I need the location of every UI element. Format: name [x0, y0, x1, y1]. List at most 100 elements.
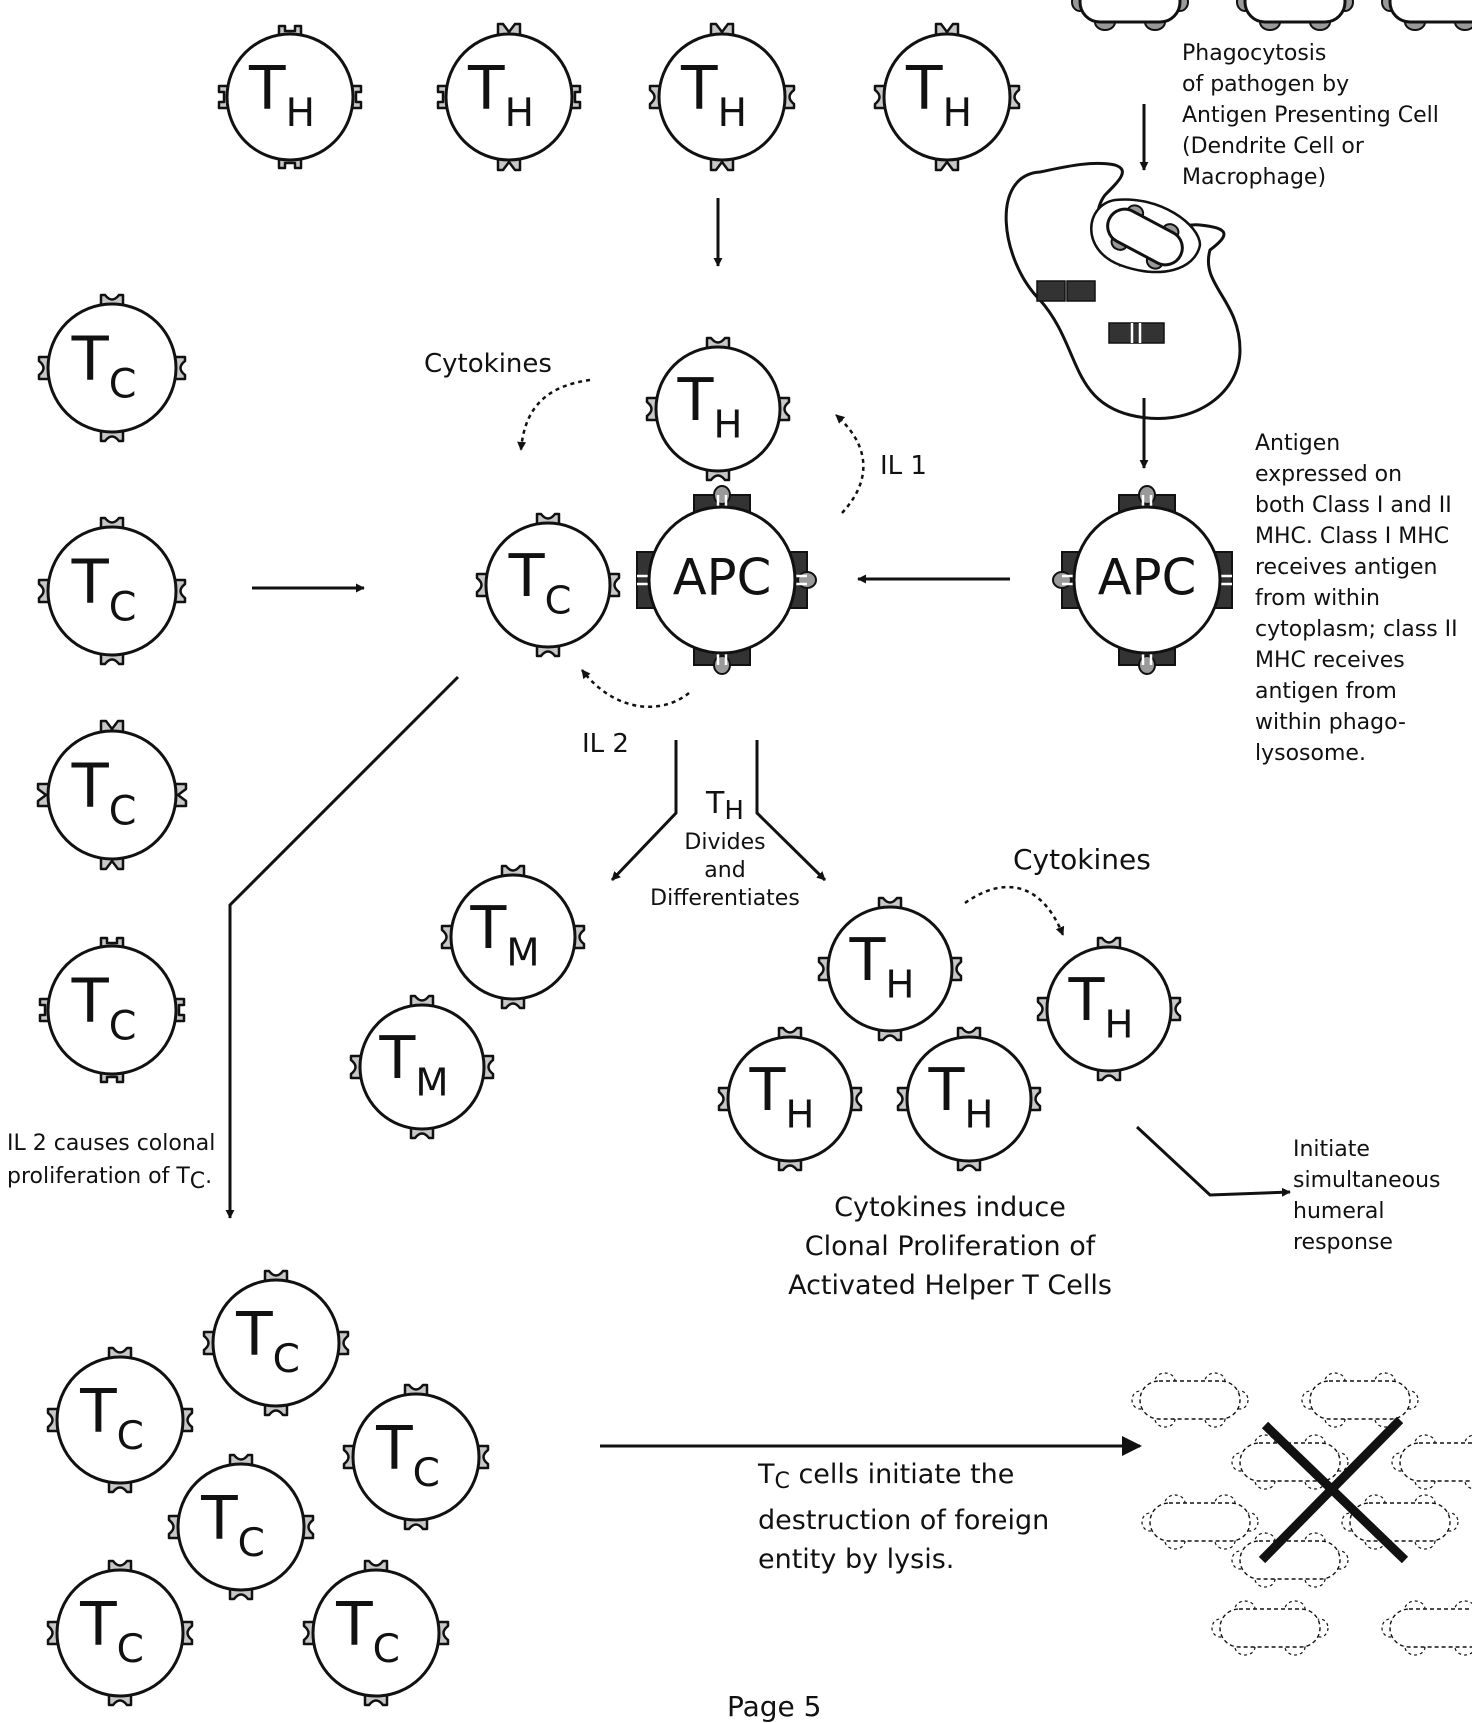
receptor — [481, 1054, 495, 1080]
receptor — [777, 396, 791, 422]
lysis-label: TC cells initiate the destruction of for… — [758, 1455, 1178, 1579]
antigen-line: MHC receives — [1255, 648, 1405, 673]
receptor — [46, 1620, 60, 1646]
receptor — [535, 512, 561, 526]
pathogen — [1071, 0, 1189, 31]
mhc-antigen — [1108, 322, 1165, 344]
il1-curve-arrow — [835, 414, 865, 514]
receptor — [228, 1453, 254, 1467]
receptor — [500, 864, 526, 878]
receptor — [403, 1517, 429, 1531]
clonal-line: Clonal Proliferation of — [804, 1231, 1096, 1262]
cytokines-curve-arrow — [517, 378, 591, 451]
receptor — [440, 924, 454, 950]
helper-t-cell: TH — [648, 22, 796, 172]
cytokines-top-label: Cytokines — [424, 349, 552, 379]
humeral-line: simultaneous — [1293, 1168, 1441, 1193]
receptor — [934, 157, 960, 172]
antigen-line: antigen from — [1255, 679, 1397, 704]
il2-causes-end: . — [205, 1164, 213, 1189]
receptor — [956, 1026, 982, 1040]
receptor — [896, 1086, 910, 1112]
antigen-presenting-cell: APC — [1052, 485, 1233, 675]
cell-label: TH — [248, 53, 315, 136]
destroyed-pathogen — [1211, 1600, 1329, 1656]
antigen-line: from within — [1255, 586, 1380, 611]
destroyed-pathogen — [1391, 1434, 1472, 1490]
receptor — [717, 1086, 731, 1112]
clonal-line: Cytokines induce — [834, 1192, 1066, 1223]
receptor — [107, 1559, 133, 1573]
lysis-line2: destruction of foreign — [758, 1505, 1050, 1536]
il2-causes-label: IL 2 causes colonal proliferation of TC. — [7, 1127, 215, 1198]
arrow-layer — [225, 104, 1291, 1456]
cell-label: TC — [335, 1589, 400, 1672]
antigen-line: receives antigen — [1255, 555, 1438, 580]
cytotoxic-t-cell: TC — [38, 936, 186, 1084]
receptor — [349, 1054, 363, 1080]
receptor — [363, 1559, 389, 1573]
antigen-presenting-cell: APC — [636, 485, 817, 675]
antigen-line: both Class I and II — [1255, 493, 1452, 518]
lysis-line3: entity by lysis. — [758, 1544, 955, 1575]
destroyed-pathogen — [1141, 1494, 1259, 1550]
clonal-line: Activated Helper T Cells — [788, 1270, 1112, 1301]
receptor — [263, 1269, 289, 1283]
th-divides-line: and — [704, 858, 746, 883]
receptor — [496, 22, 522, 37]
receptor — [37, 578, 51, 604]
receptor — [263, 1403, 289, 1417]
receptor — [409, 1126, 435, 1140]
destroyed-pathogen — [1381, 1600, 1472, 1656]
lysis-sub: C — [774, 1469, 790, 1494]
humeral-line: response — [1293, 1230, 1393, 1255]
receptor — [173, 355, 187, 381]
il2-curve-arrow — [581, 669, 690, 709]
receptor — [403, 1383, 429, 1397]
cell-label: TH — [905, 53, 972, 136]
humeral-line: humeral — [1293, 1199, 1385, 1224]
receptor — [167, 1514, 181, 1540]
cytotoxic-t-cell: TC — [46, 1346, 194, 1494]
cytotoxic-t-cell: TC — [475, 512, 621, 658]
il2-causes-text: proliferation of T — [7, 1164, 190, 1189]
cell-label: TC — [200, 1483, 265, 1566]
receptor — [180, 1620, 194, 1646]
receptor — [709, 22, 735, 37]
receptor — [1036, 996, 1050, 1022]
receptor — [476, 1444, 490, 1470]
receptor — [1096, 936, 1122, 950]
cytotoxic-t-cell: TC — [342, 1383, 490, 1531]
receptor — [500, 996, 526, 1010]
antigen-line: expressed on — [1255, 462, 1403, 487]
humeral-line: Initiate — [1293, 1137, 1370, 1162]
phagocytosis-line: of pathogen by — [1182, 72, 1350, 97]
apc-label: APC — [1098, 549, 1197, 607]
antigen-fragment — [1036, 280, 1066, 302]
antigen-line: MHC. Class I MHC — [1255, 524, 1450, 549]
memory-t-cell: TM — [349, 994, 495, 1140]
helper-t-cell: TH — [817, 896, 963, 1042]
il1-label: IL 1 — [880, 451, 927, 481]
th-main: T — [706, 786, 725, 821]
helper-t-cell: TH — [896, 1026, 1042, 1172]
receptor — [709, 157, 735, 172]
cell-label: TM — [469, 893, 539, 975]
engulfed-pathogen — [1106, 204, 1184, 270]
th-divides-label: TH Divides and Differentiates — [640, 786, 810, 913]
receptor — [572, 924, 586, 950]
receptor — [934, 22, 960, 37]
destroyed-pathogen — [1231, 1532, 1349, 1588]
memory-t-cell: TM — [440, 864, 586, 1010]
receptor — [99, 429, 125, 443]
cell-label: TH — [677, 365, 743, 447]
th-divides-line: Divides — [684, 830, 766, 855]
receptor — [99, 652, 125, 666]
cytotoxic-t-cell: TC — [37, 516, 187, 666]
page-number: Page 5 — [727, 1690, 822, 1723]
helper-t-cell: TH — [436, 22, 582, 172]
clonal-proliferation-label: Cytokines induce Clonal Proliferation of… — [760, 1188, 1140, 1305]
receptor — [99, 293, 125, 307]
receptor — [535, 644, 561, 658]
